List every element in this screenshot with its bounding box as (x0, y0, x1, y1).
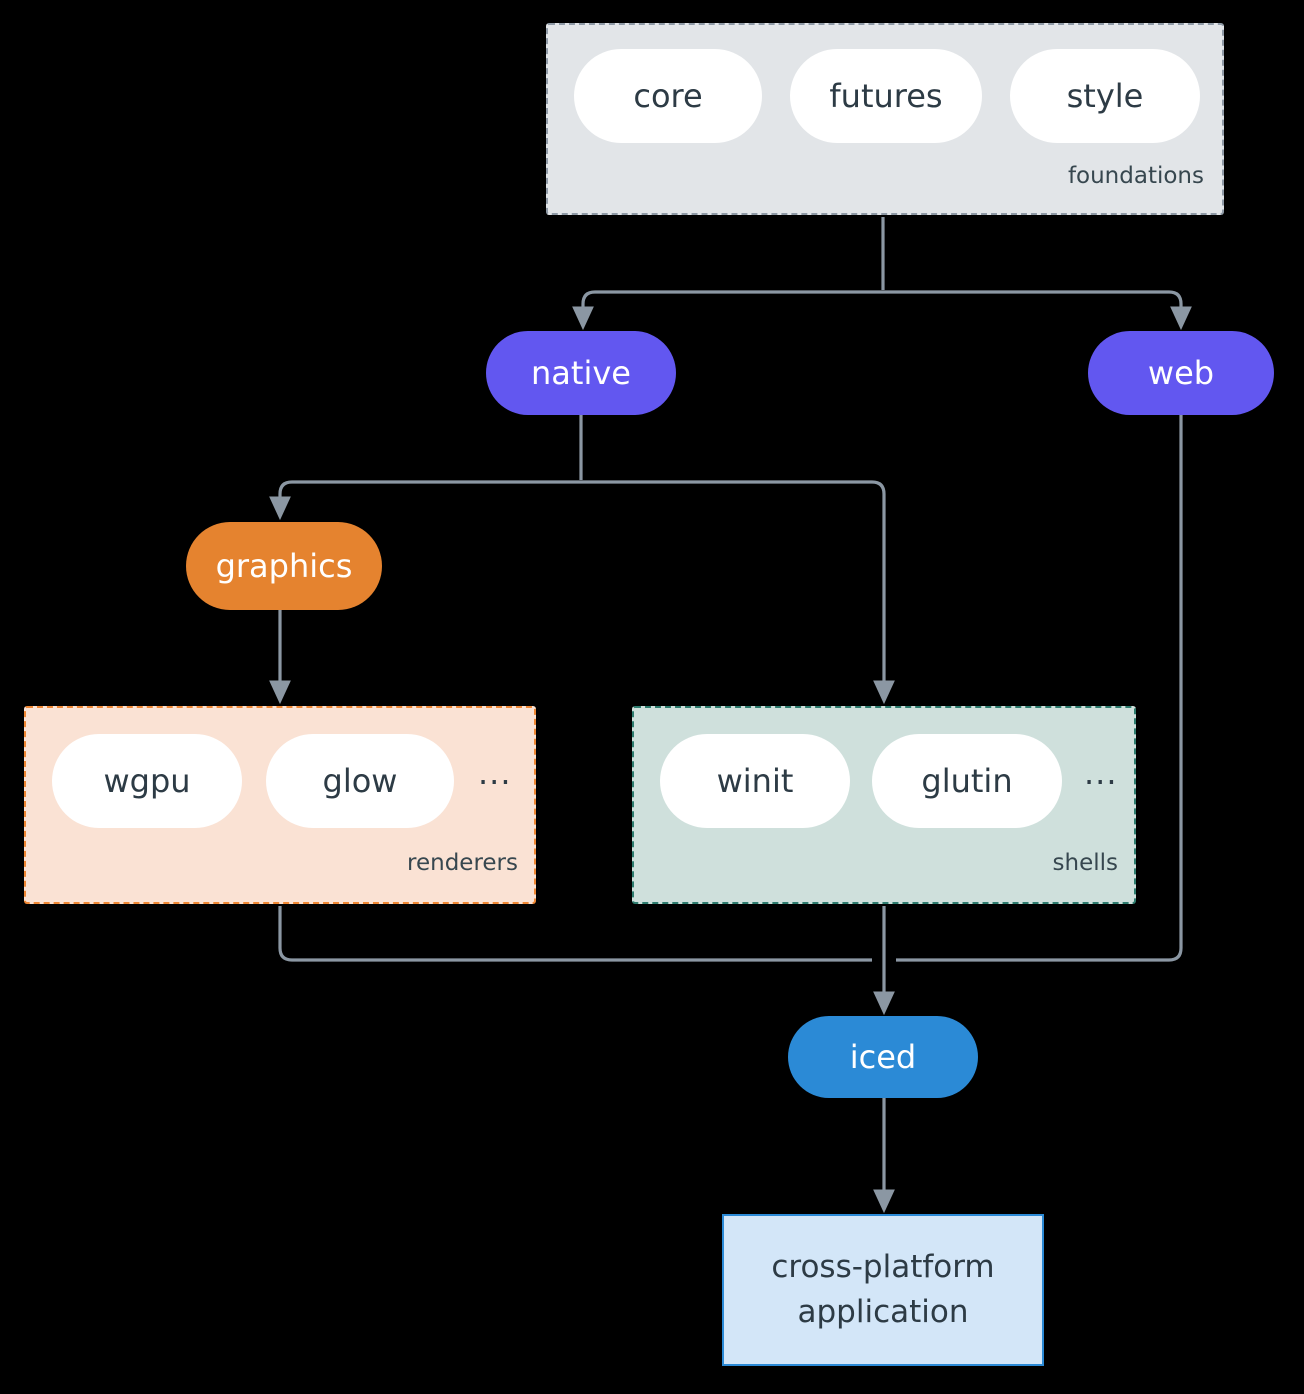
group-foundations-items: core futures style (574, 49, 1204, 143)
chip-style[interactable]: style (1010, 49, 1200, 143)
group-foundations-label: foundations (1067, 163, 1204, 189)
edge-renderers-to-iced (278, 906, 872, 962)
application-line-1: cross-platform (771, 1249, 995, 1286)
group-shells-label: shells (1052, 850, 1118, 876)
chip-core[interactable]: core (574, 49, 762, 143)
edge-foundations-to-native (572, 290, 883, 331)
edge-foundations-to-web (883, 290, 1192, 331)
node-cross-platform-application[interactable]: cross-platform application (722, 1214, 1044, 1366)
group-shells-items: winit glutin ... (660, 734, 1118, 828)
chip-glow[interactable]: glow (266, 734, 454, 828)
application-line-2: application (797, 1294, 969, 1330)
renderers-ellipsis: ... (478, 754, 512, 793)
group-renderers-items: wgpu glow ... (52, 734, 518, 828)
chip-winit[interactable]: winit (660, 734, 850, 828)
node-native[interactable]: native (486, 331, 676, 415)
group-renderers-label: renderers (407, 850, 518, 876)
node-graphics[interactable]: graphics (186, 522, 382, 610)
group-foundations: core futures style foundations (546, 23, 1224, 215)
group-shells: winit glutin ... shells (632, 706, 1136, 904)
chip-glutin[interactable]: glutin (872, 734, 1062, 828)
group-renderers: wgpu glow ... renderers (24, 706, 536, 904)
chip-futures[interactable]: futures (790, 49, 982, 143)
edge-native-to-shells (581, 480, 895, 705)
node-iced[interactable]: iced (788, 1016, 978, 1098)
node-web[interactable]: web (1088, 331, 1274, 415)
chip-wgpu[interactable]: wgpu (52, 734, 242, 828)
shells-ellipsis: ... (1084, 754, 1118, 793)
edge-native-to-graphics (269, 480, 581, 521)
